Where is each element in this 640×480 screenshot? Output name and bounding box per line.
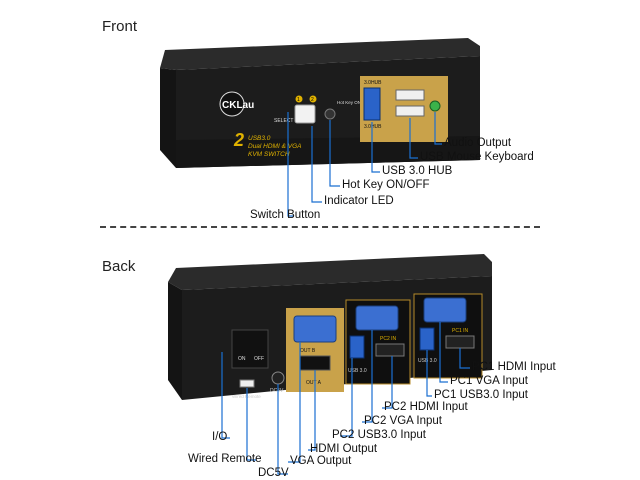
vga-output-port[interactable] — [293, 315, 337, 343]
switch-button-callout: Switch Button — [250, 209, 321, 221]
hub-label: 3.0HUB — [364, 80, 382, 86]
out-a-label: OUT A — [306, 380, 322, 386]
pc2-vga-port[interactable] — [355, 305, 399, 331]
section-divider — [100, 226, 540, 228]
model-line3: KVM SWITCH — [248, 151, 290, 158]
pc1-usb-callout: PC1 USB3.0 Input — [434, 389, 528, 401]
led-1-indicator — [295, 95, 303, 103]
pc1-hdmi-port[interactable] — [445, 335, 475, 349]
pc1-in-label: PC1 IN — [452, 328, 469, 334]
audio-output-callout: Audio Output — [444, 137, 512, 149]
pc1-vga-port[interactable] — [423, 297, 467, 323]
model-number: 2 — [233, 130, 244, 150]
port2-label: 2 — [311, 97, 314, 103]
front-device: CKLau 2 USB3.0 Dual HDMI & VGA KVM SWITC… — [160, 38, 480, 168]
usb-mouse-keyboard-callout: USB Mouse Keyboard — [420, 151, 534, 163]
dc5v-port[interactable] — [271, 371, 285, 385]
usb-label: 3.0HUB — [364, 124, 382, 130]
brand-text: CKLau — [222, 100, 254, 111]
pc2-usb30-label: USB 3.0 — [348, 368, 367, 374]
pc1-hdmi-callout: PC1 HDMI Input — [472, 361, 556, 373]
back-section-title: Back — [102, 258, 136, 275]
usb-hub-port[interactable] — [363, 87, 381, 121]
pc2-in-label: PC2 IN — [380, 336, 397, 342]
dc5v-callout: DC5V — [258, 467, 289, 479]
hdmi-output-callout: HDMI Output — [310, 443, 378, 455]
model-line2: Dual HDMI & VGA — [248, 143, 301, 150]
pc1-usb-port[interactable] — [419, 327, 435, 351]
usb-hub-callout: USB 3.0 HUB — [382, 165, 453, 177]
hotkey-label: Hot Key ON/OFF — [337, 100, 372, 105]
usb-port-top[interactable] — [395, 89, 425, 101]
hotkey-button[interactable] — [324, 108, 336, 120]
pc2-usb-callout: PC2 USB3.0 Input — [332, 429, 426, 441]
hdmi-output-port[interactable] — [299, 355, 331, 371]
hotkey-callout: Hot Key ON/OFF — [342, 179, 430, 191]
switch-button[interactable] — [294, 104, 316, 124]
pc2-vga-callout: PC2 VGA Input — [364, 415, 442, 427]
model-line1: USB3.0 — [248, 135, 271, 142]
pc2-usb-port[interactable] — [349, 335, 365, 359]
power-off-label: OFF — [254, 356, 264, 362]
port1-label: 1 — [297, 97, 300, 103]
power-on-label: ON — [238, 356, 246, 362]
wired-remote-port[interactable] — [239, 379, 255, 388]
pc1-vga-callout: PC1 VGA Input — [450, 375, 528, 387]
front-section-title: Front — [102, 18, 138, 35]
vga-output-callout: VGA Output — [290, 455, 352, 467]
wired-remote-callout: Wired Remote — [188, 453, 262, 465]
led-2-indicator — [309, 95, 317, 103]
out-b-label: OUT B — [300, 348, 316, 354]
front-logo: CKLau — [219, 91, 254, 117]
audio-output-port[interactable] — [429, 100, 441, 112]
front-lead-lines — [287, 112, 442, 217]
io-callout: I/O — [212, 431, 228, 443]
indicator-led-callout: Indicator LED — [324, 195, 394, 207]
back-device: ON OFF Wired Remote DC5V OUT B OUT A PC2… — [168, 254, 492, 400]
usb-port-bottom[interactable] — [395, 105, 425, 117]
select-label: SELECT — [274, 118, 293, 124]
back-lead-lines — [221, 322, 470, 475]
dc5v-label: DC5V — [270, 388, 284, 394]
pc2-hdmi-callout: PC2 HDMI Input — [384, 401, 468, 413]
pc2-hdmi-port[interactable] — [375, 343, 405, 357]
power-switch[interactable] — [231, 329, 269, 369]
